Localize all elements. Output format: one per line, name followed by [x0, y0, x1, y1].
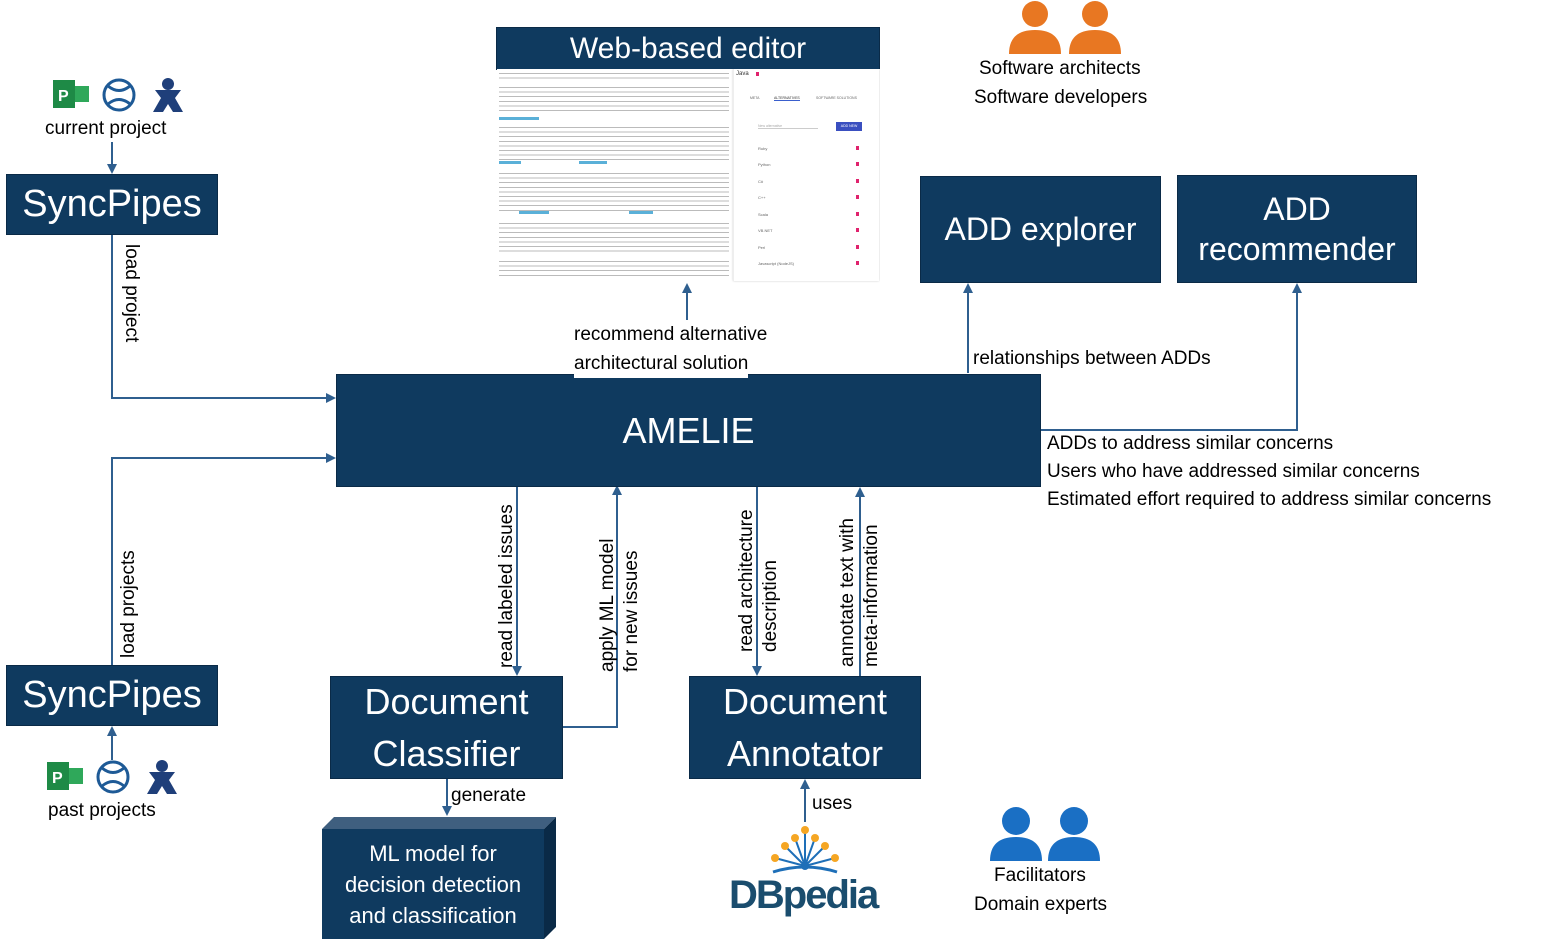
- web-editor-title-text: Web-based editor: [569, 31, 807, 65]
- svg-text:P: P: [58, 88, 69, 105]
- editor-add-button[interactable]: ADD NEW: [836, 122, 862, 131]
- recommend-line2: architectural solution: [574, 349, 749, 378]
- jira-icon-2: [147, 760, 177, 794]
- generate-label: generate: [451, 785, 527, 806]
- svg-text:P: P: [52, 770, 63, 787]
- apply-ml-line2: for new issues: [621, 550, 642, 672]
- add-explorer-box: ADD explorer: [920, 176, 1161, 283]
- relationships-label: relationships between ADDs: [973, 348, 1211, 369]
- ml-model-line1: ML model for: [369, 840, 497, 866]
- web-editor-title: Web-based editor: [496, 27, 880, 70]
- read-labeled-issues-label: read labeled issues: [496, 504, 517, 668]
- recommender-output-0: ADDs to address similar concerns: [1047, 433, 1334, 454]
- users-bottom-line1: Facilitators: [994, 865, 1086, 886]
- read-arch-line2: description: [760, 560, 781, 652]
- document-classifier-line1: Document: [364, 680, 529, 722]
- load-projects-label: load projects: [118, 550, 139, 658]
- recommend-line1: recommend alternative: [574, 320, 768, 349]
- past-projects-label: past projects: [48, 800, 156, 821]
- dbpedia-logo: DBpedia: [729, 826, 882, 917]
- users-top-line1: Software architects: [979, 58, 1141, 79]
- editor-item-7[interactable]: Javascript (NodeJS): [758, 261, 795, 266]
- apply-ml-line1: apply ML model: [597, 538, 618, 672]
- read-arch-line1: read architecture: [736, 509, 757, 652]
- editor-item-4[interactable]: Scala: [758, 212, 769, 217]
- ml-model-box: ML model for decision detection and clas…: [322, 829, 544, 939]
- syncpipes-bottom-label: SyncPipes: [22, 674, 202, 716]
- amelie-label: AMELIE: [622, 409, 755, 451]
- editor-item-0[interactable]: Ruby: [758, 146, 768, 151]
- editor-document-text: [499, 71, 729, 283]
- add-recommender-line2: recommender: [1198, 231, 1396, 267]
- users-top-line2: Software developers: [974, 87, 1148, 108]
- document-classifier-box: Document Classifier: [330, 676, 563, 779]
- annotate-line1: annotate text with: [837, 518, 858, 667]
- editor-item-6[interactable]: Perl: [758, 245, 766, 250]
- add-explorer-label: ADD explorer: [944, 211, 1137, 247]
- dbpedia-text: DBpedia: [729, 873, 880, 917]
- project-icon: [53, 80, 75, 108]
- current-project-label: current project: [45, 118, 167, 139]
- editor-new-input[interactable]: New alternative: [758, 124, 818, 129]
- syncpipes-top-box: SyncPipes: [6, 174, 218, 235]
- syncpipes-bottom-box: SyncPipes: [6, 665, 218, 726]
- ml-model-box-3d: [322, 817, 556, 939]
- editor-item-1[interactable]: Python: [758, 162, 771, 167]
- tool-icons-top: P: [53, 78, 183, 112]
- add-recommender-line1: ADD: [1263, 191, 1331, 227]
- editor-lang: Java: [736, 71, 749, 77]
- arrow-amelie-to-recommender: [1041, 283, 1302, 431]
- editor-tab-alternatives[interactable]: ALTERNATIVES: [774, 96, 800, 101]
- editor-tab-software[interactable]: SOFTWARE SOLUTIONS: [816, 96, 857, 100]
- editor-item-5[interactable]: VB.NET: [758, 228, 773, 233]
- jira-icon: [153, 78, 183, 112]
- users-blue-icon: [990, 807, 1100, 861]
- add-recommender-box: ADD recommender: [1177, 175, 1417, 283]
- ml-model-line2: decision detection: [344, 871, 522, 897]
- document-annotator-line2: Annotator: [726, 732, 884, 774]
- project-icon-2: [47, 762, 69, 790]
- recommender-output-2: Estimated effort required to address sim…: [1047, 489, 1492, 510]
- amelie-box: AMELIE: [336, 374, 1041, 487]
- users-orange-icon: [1009, 1, 1121, 54]
- editor-tab-meta[interactable]: META: [750, 96, 760, 100]
- uses-label: uses: [812, 793, 853, 814]
- ml-model-line3: and classification: [349, 902, 517, 928]
- syncpipes-top-label: SyncPipes: [22, 183, 202, 225]
- editor-item-2[interactable]: C#: [758, 179, 764, 184]
- arrow-syncpipes2-to-amelie: [111, 453, 336, 665]
- arrow-classifier-to-amelie: [563, 485, 622, 728]
- recommender-output-1: Users who have addressed similar concern…: [1047, 461, 1420, 482]
- users-bottom-line2: Domain experts: [974, 894, 1108, 915]
- tool-icons-bottom: P: [47, 760, 177, 794]
- document-annotator-line1: Document: [722, 680, 888, 722]
- document-annotator-box: Document Annotator: [689, 676, 921, 779]
- annotate-line2: meta-information: [861, 524, 882, 667]
- syncpipes-icon: [102, 78, 136, 112]
- load-project-label: load project: [121, 244, 142, 343]
- web-editor-screenshot: Java META ALTERNATIVES SOFTWARE SOLUTION…: [497, 69, 880, 283]
- document-classifier-line2: Classifier: [372, 732, 521, 774]
- editor-item-3[interactable]: C++: [758, 195, 766, 200]
- arrow-syncpipes-to-amelie: [111, 235, 336, 403]
- editor-side-panel: Java META ALTERNATIVES SOFTWARE SOLUTION…: [733, 69, 879, 281]
- syncpipes-icon-2: [96, 760, 130, 794]
